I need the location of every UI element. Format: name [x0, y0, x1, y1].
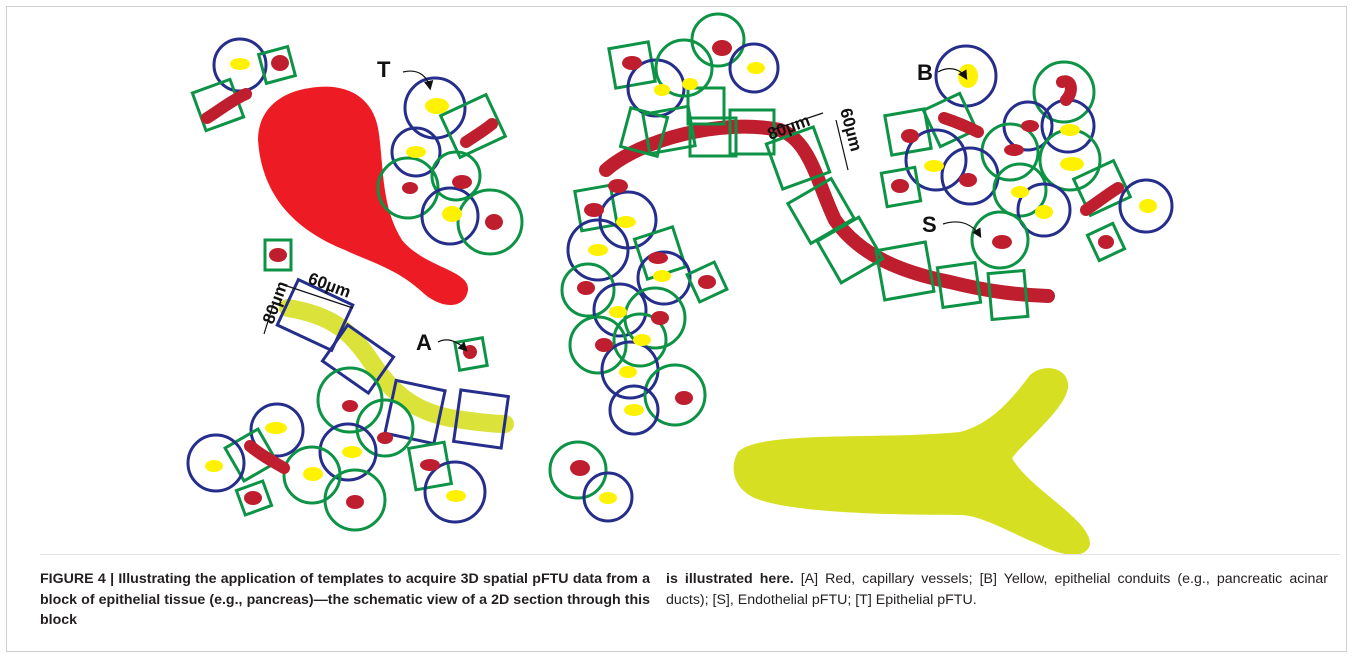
label-T: T — [377, 57, 391, 82]
caption-body: [A] Red, capillary vessels; [B] Yellow, … — [666, 571, 1328, 608]
large-red-vessel-blob — [258, 86, 469, 305]
caption-title-part1: Illustrating the application of template… — [40, 571, 651, 629]
large-yellow-duct-blob — [733, 368, 1091, 555]
label-B: B — [917, 60, 933, 85]
figure-frame — [6, 6, 1347, 652]
dimension-marker-right — [771, 112, 849, 171]
label-arrows — [402, 68, 982, 352]
dimension-label-left-width: 60µm — [306, 269, 354, 302]
yellow-duct-left — [279, 299, 514, 433]
red-vessel-arc — [599, 119, 1055, 303]
figure-caption-right: is illustrated here. [A] Red, capillary … — [666, 569, 1328, 610]
label-S: S — [922, 212, 937, 237]
label-A: A — [416, 330, 432, 355]
dimension-label-right-height: 60µm — [836, 106, 866, 153]
figure-illustration: T B S A 60µm 80µm 80µm 60µm — [186, 12, 1174, 555]
templates-left — [186, 37, 524, 532]
caption-title-part2: is illustrated here. — [666, 571, 794, 587]
caption-divider — [40, 554, 1340, 555]
figure-caption-left: FIGURE 4 | Illustrating the application … — [40, 569, 650, 631]
figure-label: FIGURE 4 | — [40, 571, 115, 587]
dimension-marker-left — [263, 283, 354, 335]
